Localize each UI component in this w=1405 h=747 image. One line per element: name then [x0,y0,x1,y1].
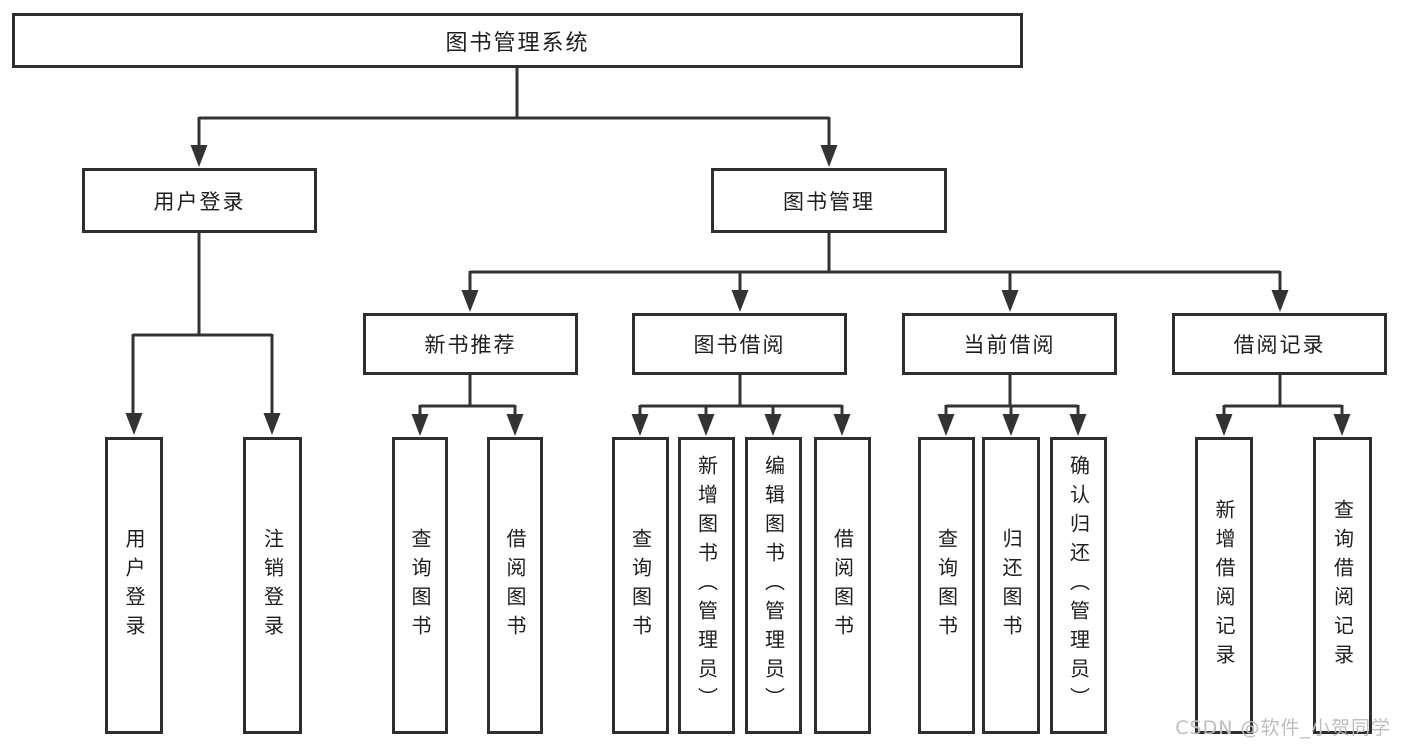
watermark: CSDN @软件_小贺同学 [1175,717,1391,739]
node-borrowing-records-label: 借阅记录 [1233,333,1326,357]
node-book-management-label: 图书管理 [783,189,875,214]
node-new-book-recommendation: 新书推荐 [363,313,578,375]
node-borrow-books-label: 借阅图书 [503,527,527,644]
node-add-book-admin: 新增图书（管理员） [678,437,735,734]
node-user-login-leaf-label: 用户登录 [122,527,146,644]
node-book-borrowing: 图书借阅 [632,313,847,375]
node-query-borrow-record-label: 查询借阅记录 [1330,498,1355,673]
node-query-books-3-label: 查询图书 [934,527,959,644]
node-query-books-2-label: 查询图书 [628,527,653,644]
node-confirm-return-admin-label: 确认归还（管理员） [1066,455,1091,716]
node-add-borrow-record: 新增借阅记录 [1195,437,1253,734]
node-user-login: 用户登录 [82,168,317,233]
node-borrowing-records: 借阅记录 [1172,313,1387,375]
node-edit-book-admin-label: 编辑图书（管理员） [761,455,786,716]
node-user-login-leaf: 用户登录 [105,437,163,734]
node-return-books-label: 归还图书 [999,527,1023,644]
node-library-management-system: 图书管理系统 [12,13,1023,68]
node-library-management-system-label: 图书管理系统 [445,30,590,56]
node-current-borrowing: 当前借阅 [902,313,1117,375]
node-current-borrowing-label: 当前借阅 [963,333,1056,357]
node-book-management: 图书管理 [711,168,947,233]
node-query-books-2: 查询图书 [612,437,669,734]
node-borrow-books-2-label: 借阅图书 [830,527,855,644]
node-query-books-3: 查询图书 [918,437,975,734]
node-user-login-label: 用户登录 [153,189,246,214]
node-query-books-label: 查询图书 [408,527,432,644]
node-add-book-admin-label: 新增图书（管理员） [694,455,719,716]
node-book-borrowing-label: 图书借阅 [693,333,786,357]
node-logout: 注销登录 [243,437,302,734]
node-new-book-recommendation-label: 新书推荐 [424,333,517,357]
node-borrow-books: 借阅图书 [487,437,543,734]
node-logout-label: 注销登录 [260,527,285,644]
node-edit-book-admin: 编辑图书（管理员） [745,437,802,734]
node-confirm-return-admin: 确认归还（管理员） [1050,437,1107,734]
node-borrow-books-2: 借阅图书 [814,437,871,734]
node-add-borrow-record-label: 新增借阅记录 [1212,498,1236,673]
node-query-borrow-record: 查询借阅记录 [1313,437,1372,734]
node-return-books: 归还图书 [982,437,1040,734]
node-query-books: 查询图书 [392,437,448,734]
